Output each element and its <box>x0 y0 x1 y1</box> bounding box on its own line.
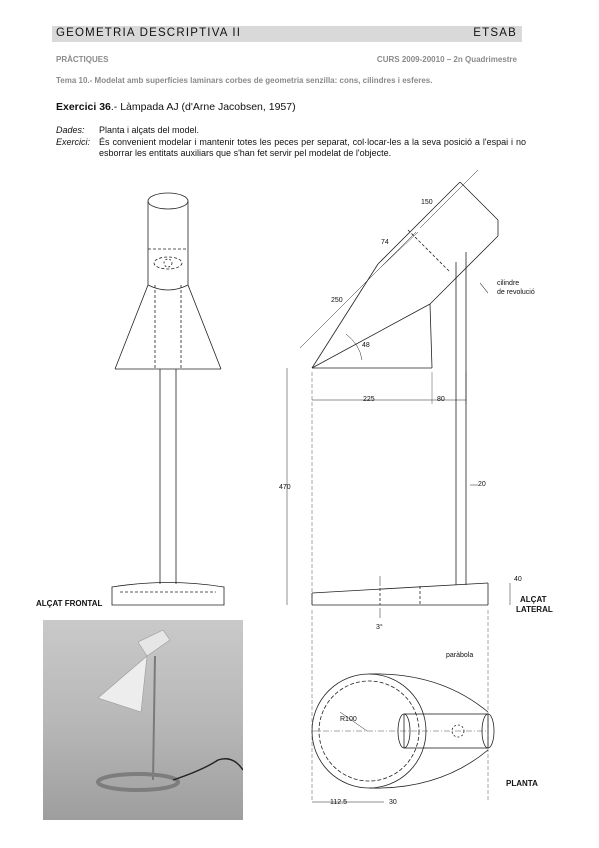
dim-30: 30 <box>389 799 397 806</box>
exercise-title: Exercici 36.- Làmpada AJ (d'Arne Jacobse… <box>56 101 296 113</box>
exercici-label: Exercici: <box>56 136 91 147</box>
topic-line: Tema 10.- Modelat amb superfícies lamina… <box>56 76 433 85</box>
label-cylinder-2: de revolució <box>497 289 535 296</box>
dim-48: 48 <box>362 342 370 349</box>
label-plan: PLANTA <box>506 779 538 788</box>
dim-3deg: 3° <box>376 624 383 631</box>
exercise-number: Exercici 36 <box>56 101 111 113</box>
dim-80: 80 <box>437 396 445 403</box>
label-lateral-1: ALÇAT <box>520 595 547 604</box>
dim-r100: R100 <box>340 716 357 723</box>
course-title: GEOMETRIA DESCRIPTIVA II <box>56 27 242 39</box>
label-parabola: paràbola <box>446 652 474 659</box>
side-elevation <box>286 169 511 618</box>
dim-20: 20 <box>478 481 486 488</box>
course-year: CURS 2009-20010 – 2n Quadrimestre <box>376 55 517 64</box>
label-front-elevation: ALÇAT FRONTAL <box>36 599 103 608</box>
lamp-photo <box>43 620 243 820</box>
school-name: ETSAB <box>473 27 517 39</box>
exercici-text: És convenient modelar i mantenir totes l… <box>99 136 526 159</box>
dim-470: 470 <box>279 484 291 491</box>
dim-40: 40 <box>514 576 522 583</box>
dades-label: Dades: <box>56 125 85 135</box>
dim-150: 150 <box>421 199 433 206</box>
header-bar <box>52 26 522 42</box>
lamp-photo-illustration <box>96 629 243 792</box>
front-elevation <box>111 192 225 606</box>
dim-112: 112.5 <box>330 799 347 806</box>
data-block: Dades: Planta i alçats del model. Exerci… <box>56 125 526 160</box>
plan-view <box>311 610 495 803</box>
label-lateral-2: LATERAL <box>516 605 553 614</box>
section-label: PRÀCTIQUES <box>56 55 109 64</box>
dim-225: 225 <box>363 396 375 403</box>
dades-text: Planta i alçats del model. <box>99 125 200 135</box>
dim-250: 250 <box>331 297 343 304</box>
dim-74: 74 <box>381 239 389 246</box>
label-cylinder-1: cilindre <box>497 280 520 287</box>
exercise-name: .- Làmpada AJ (d'Arne Jacobsen, 1957) <box>110 101 296 113</box>
